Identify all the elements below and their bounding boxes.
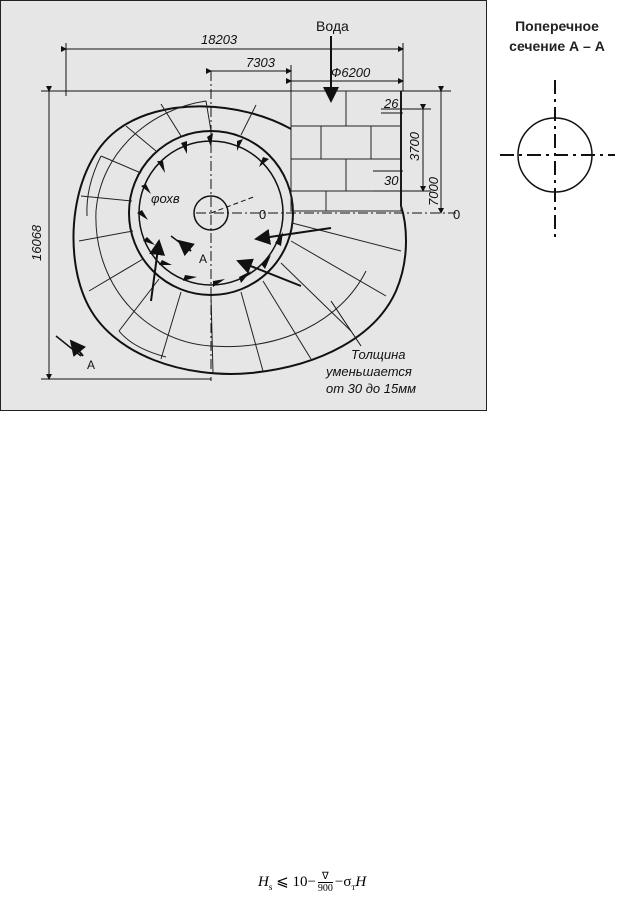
spiral-outer-outline [72, 91, 407, 375]
cross-section-view [500, 80, 615, 237]
flow-arrow-1 [254, 227, 332, 245]
formula-minus2: − [334, 873, 344, 890]
formula-minus1: − [307, 873, 316, 890]
dim-inner-height: 3700 [407, 131, 422, 161]
thickness-top: 26 [383, 96, 399, 111]
formula-sigma: σ [343, 873, 352, 890]
section-mark: A [87, 358, 95, 372]
section-title: Поперечное сечение А – А [492, 16, 622, 56]
dim-total-width: 18203 [201, 32, 238, 47]
casing-blocks [78, 90, 402, 374]
angle-label: φохв [151, 191, 180, 206]
section-mark-inner: A [199, 252, 207, 266]
dim-partial-width: 7303 [246, 55, 276, 70]
angle-ray [210, 195, 257, 214]
zero-center: 0 [259, 207, 266, 222]
formula: Hs ⩽ 10−∇900−σтH [258, 871, 366, 894]
note-line3: от 30 до 15мм [326, 381, 416, 396]
formula-head: H [355, 873, 367, 890]
section-title-line2: сечение А – А [509, 38, 605, 54]
stay-vanes [137, 133, 283, 287]
spiral-casing-drawing: 18203 7303 Ф6200 26 30 0 0 φохв A A Толщ… [0, 0, 487, 411]
formula-numerator: ∇ [317, 871, 333, 883]
formula-lhs: H [258, 873, 269, 890]
formula-constant: 10 [292, 873, 308, 890]
water-label: Вода [316, 18, 349, 34]
formula-sigma-sub: т [351, 881, 356, 892]
dim-total-height: 16068 [29, 224, 44, 261]
formula-lhs-sub: s [268, 881, 273, 892]
formula-relation: ⩽ [276, 873, 289, 890]
spiral-casing-svg: 18203 7303 Ф6200 26 30 0 0 φохв A A Толщ… [29, 18, 460, 396]
flow-arrow-2 [236, 258, 302, 287]
note-line1: Толщина [351, 347, 405, 362]
formula-fraction: ∇900 [317, 871, 333, 894]
section-title-line1: Поперечное [515, 18, 599, 34]
thickness-mid: 30 [384, 173, 399, 188]
formula-denominator: 900 [317, 883, 333, 894]
dim-inlet-diameter: Ф6200 [331, 65, 371, 80]
note-line2: уменьшается [325, 364, 412, 379]
dim-inlet-height: 7000 [426, 176, 441, 206]
section-arrow-left [69, 339, 86, 357]
zero-right: 0 [453, 207, 460, 222]
flow-arrow-3 [149, 239, 166, 302]
